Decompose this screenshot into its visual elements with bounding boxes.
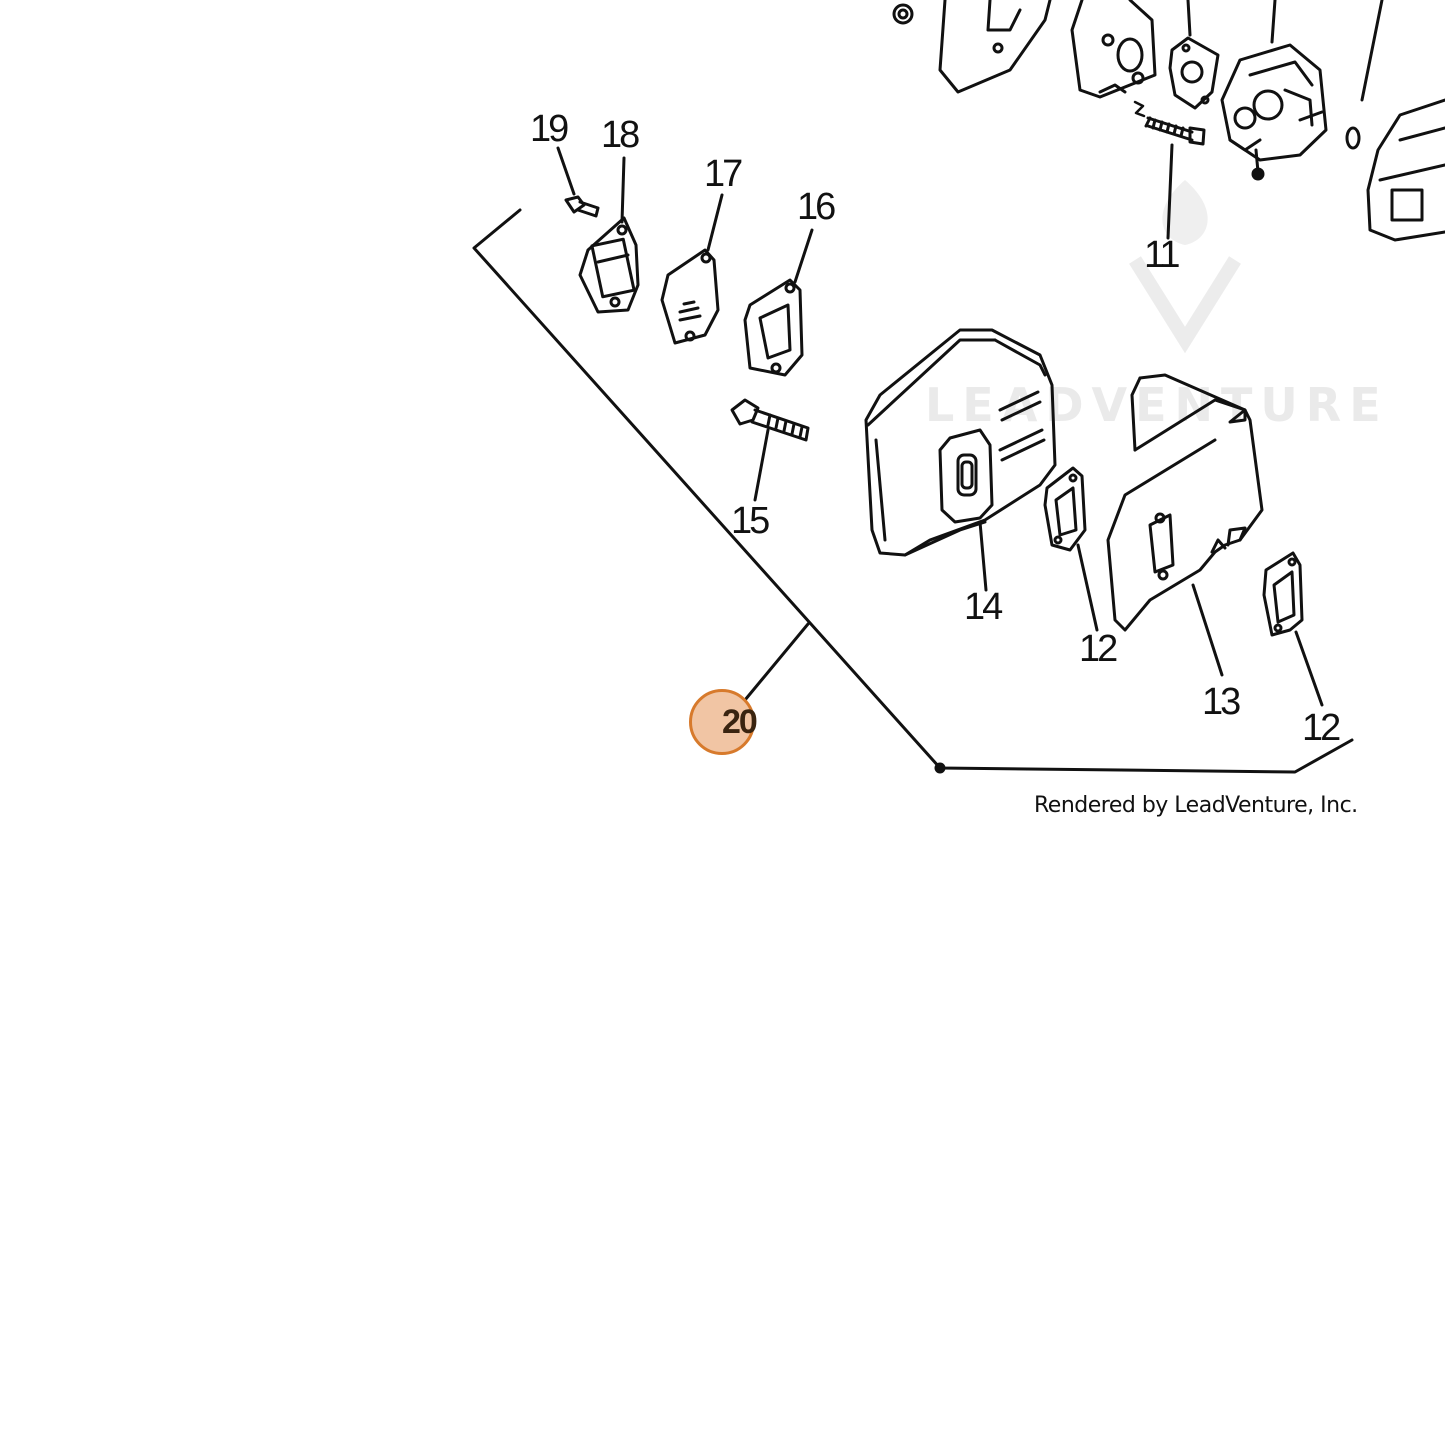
muffler-14-part [864, 328, 1057, 557]
insulator-part [938, 0, 1052, 94]
callout-13: 13 [1202, 681, 1241, 723]
cover-17-part [660, 248, 720, 345]
gasket-top-part [1168, 36, 1220, 110]
callout-14: 14 [964, 586, 1003, 628]
gasket-12-right-part [1262, 551, 1304, 637]
screw-11-part [1144, 116, 1206, 146]
callout-12-mid: 12 [1079, 628, 1118, 670]
hotspot-20[interactable] [689, 689, 755, 755]
gasket-12-mid-part [1043, 466, 1087, 552]
screw-19-part [564, 195, 600, 218]
filter-housing-part [1366, 98, 1445, 242]
hotspot-20-label: 20 [722, 703, 758, 741]
plate-18-part [578, 216, 640, 314]
callout-12-right: 12 [1302, 707, 1341, 749]
render-credit: Rendered by LeadVenture, Inc. [1034, 793, 1358, 818]
callout-17: 17 [704, 153, 743, 195]
carburetor-part [1220, 43, 1328, 181]
callout-15: 15 [731, 500, 770, 542]
callout-19: 19 [530, 108, 569, 150]
nut-part [892, 3, 914, 25]
callout-11: 11 [1144, 234, 1180, 276]
shield-13-part [1106, 373, 1264, 632]
gasket-16-part [743, 278, 804, 377]
bolt-15-part [730, 398, 810, 442]
spacer-part [1070, 0, 1157, 99]
callout-16: 16 [797, 186, 836, 228]
watermark-text: LEADVENTURE [925, 378, 1389, 432]
callout-18: 18 [601, 114, 640, 156]
